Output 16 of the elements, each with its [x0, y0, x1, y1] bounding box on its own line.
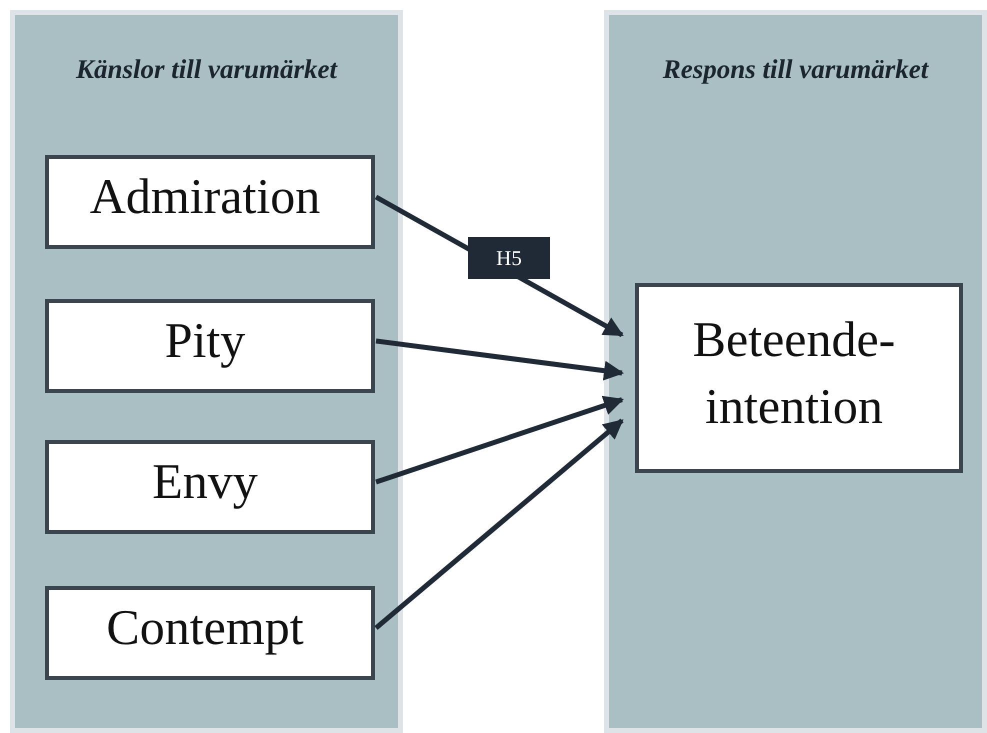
concept-label: Admiration [90, 167, 320, 226]
arrow [374, 418, 624, 630]
group-panel [604, 10, 987, 733]
concept-label: Pity [164, 311, 246, 370]
group-panel [10, 10, 403, 733]
concept-box [45, 586, 375, 680]
panel-title: Känslor till varumärket [74, 54, 339, 85]
concept-box [635, 283, 963, 473]
concept-label: Contempt [106, 598, 304, 658]
panel-title: Respons till varumärket [662, 54, 930, 85]
concept-box [45, 440, 375, 534]
concept-box [45, 155, 375, 249]
concept-box [45, 299, 375, 393]
concept-label: Envy [152, 452, 258, 512]
hypothesis-label: H5 [468, 237, 550, 279]
concept-label: Beteende- intention [692, 310, 896, 436]
